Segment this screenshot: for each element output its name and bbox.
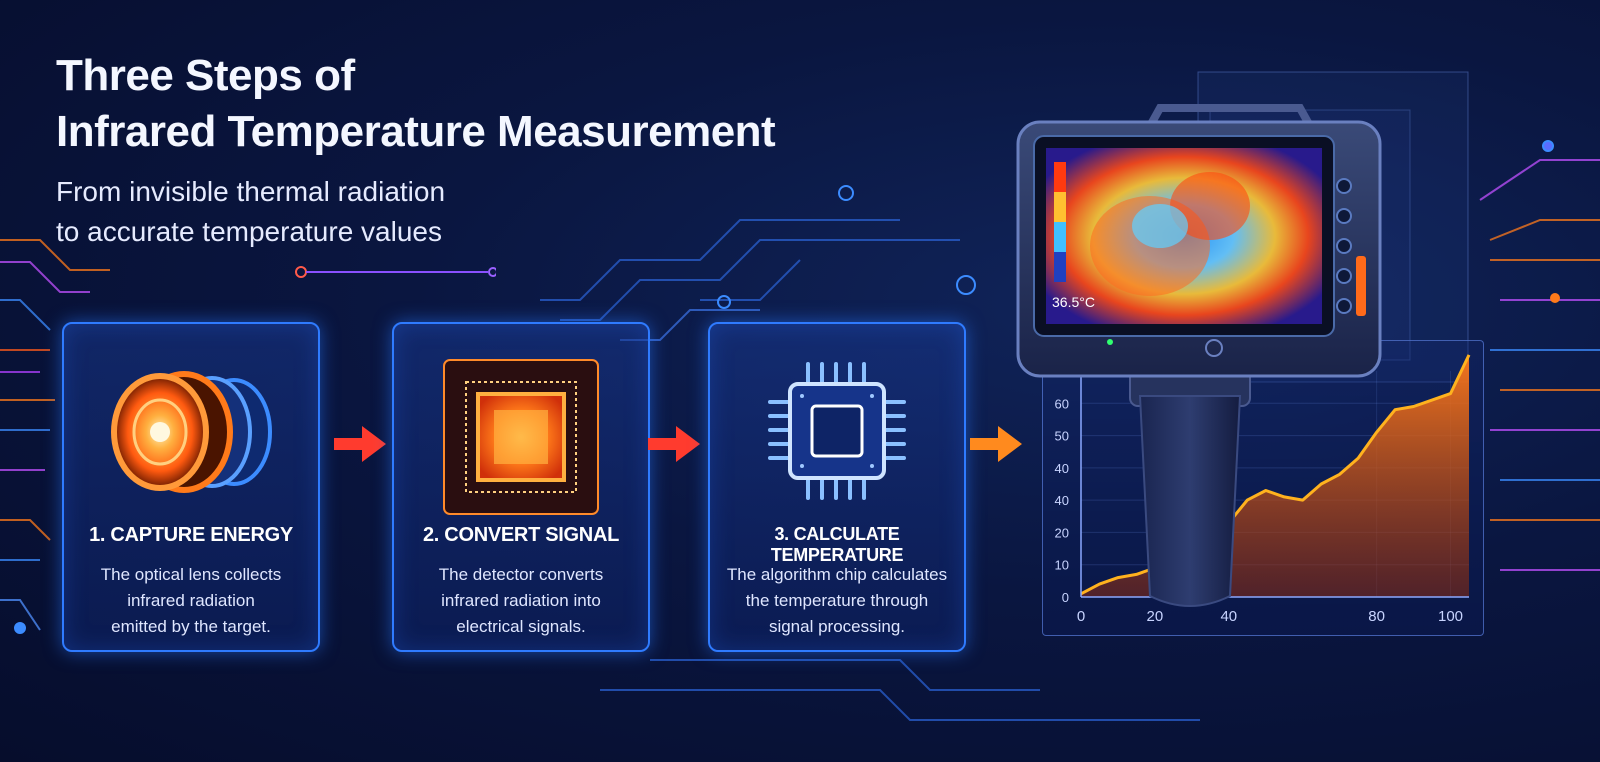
detector-chip-icon bbox=[443, 359, 599, 515]
chart-y-tick-label: 10 bbox=[1055, 558, 1069, 573]
step-description: The detector converts infrared radiation… bbox=[408, 562, 634, 640]
step-desc-line: electrical signals. bbox=[456, 617, 586, 636]
step-desc-line: infrared radiation bbox=[127, 591, 255, 610]
step-desc-line: The optical lens collects bbox=[100, 565, 282, 584]
step-description: The algorithm chip calculates the temper… bbox=[724, 562, 950, 640]
step-title: 1. CAPTURE ENERGY bbox=[89, 524, 293, 546]
chart-x-tick-label: 80 bbox=[1368, 608, 1385, 625]
temperature-chart-panel: 0 10 20 40 40 50 60 0 20 40 80 100 bbox=[1042, 340, 1484, 636]
chart-x-tick-label: 20 bbox=[1147, 608, 1164, 625]
optical-lens-icon bbox=[111, 371, 272, 493]
step-description: The optical lens collects infrared radia… bbox=[78, 562, 304, 640]
step-desc-line: The detector converts bbox=[438, 565, 604, 584]
arrow-right-icon bbox=[970, 426, 1022, 462]
arrow-right-icon bbox=[648, 426, 700, 462]
subtitle-line-1: From invisible thermal radiation bbox=[56, 176, 446, 207]
step-card-capture-energy: 1. CAPTURE ENERGY The optical lens colle… bbox=[62, 322, 320, 652]
temperature-chart: 0 10 20 40 40 50 60 0 20 40 80 100 bbox=[1055, 354, 1471, 625]
chart-area-fill bbox=[1081, 354, 1469, 597]
chart-y-tick-label: 20 bbox=[1055, 525, 1069, 540]
algorithm-chip-icon bbox=[768, 362, 906, 500]
chart-y-tick-label: 50 bbox=[1055, 429, 1069, 444]
step-desc-line: the temperature through bbox=[745, 591, 929, 610]
chart-y-tick-label: 0 bbox=[1062, 590, 1069, 605]
title-block: Three Steps of Infrared Temperature Meas… bbox=[56, 48, 776, 160]
subtitle: From invisible thermal radiation to accu… bbox=[56, 172, 576, 252]
chart-series-line bbox=[1080, 354, 1471, 596]
chart-y-tick-label: 40 bbox=[1055, 493, 1069, 508]
chart-x-tick-label: 100 bbox=[1438, 608, 1463, 625]
step-card-convert-signal: 2. CONVERT SIGNAL The detector converts … bbox=[392, 322, 650, 652]
page-title-line-1: Three Steps of bbox=[56, 51, 355, 100]
chart-x-tick-label: 0 bbox=[1077, 608, 1085, 625]
subtitle-line-2: to accurate temperature values bbox=[56, 216, 442, 247]
chart-x-tick-label: 40 bbox=[1220, 608, 1237, 625]
thermal-camera-device bbox=[1016, 104, 1382, 607]
step-title: 3. CALCULATE TEMPERATURE bbox=[770, 524, 904, 565]
step-card-calculate-temperature: 3. CALCULATE TEMPERATURE The algorithm c… bbox=[708, 322, 966, 652]
step-desc-line: signal processing. bbox=[768, 617, 906, 636]
page-title-line-2: Infrared Temperature Measurement bbox=[56, 107, 776, 156]
chart-y-tick-label: 60 bbox=[1055, 396, 1069, 411]
step-desc-line: infrared radiation into bbox=[441, 591, 601, 610]
chart-y-tick-label: 40 bbox=[1055, 461, 1069, 476]
step-desc-line: emitted by the target. bbox=[111, 617, 271, 636]
step-title: 2. CONVERT SIGNAL bbox=[422, 524, 620, 546]
arrow-right-icon bbox=[334, 426, 386, 462]
title-underline-decoration bbox=[56, 266, 496, 278]
step-desc-line: The algorithm chip calculates bbox=[726, 565, 948, 584]
screen-temperature-readout: 36.5°C bbox=[1052, 294, 1095, 310]
